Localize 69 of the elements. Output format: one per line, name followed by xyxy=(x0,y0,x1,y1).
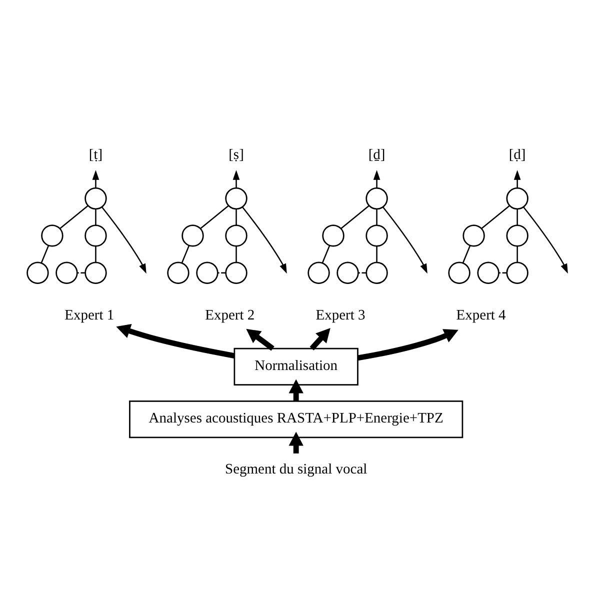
node-circle xyxy=(462,224,485,246)
connector xyxy=(218,272,226,273)
arrow xyxy=(92,170,100,188)
connector xyxy=(481,204,510,229)
node-circle xyxy=(366,186,388,210)
arrow xyxy=(523,206,568,274)
arrow xyxy=(246,328,274,350)
node-circle xyxy=(448,261,470,284)
node-circle xyxy=(41,224,64,246)
arrow xyxy=(232,170,240,188)
node-circle xyxy=(225,224,248,246)
arrow xyxy=(357,328,458,360)
node-text: [ḏ] xyxy=(368,146,386,162)
node-circle xyxy=(506,224,528,246)
arrow xyxy=(242,206,287,274)
node-circle xyxy=(167,261,190,284)
node-text: Expert 1 xyxy=(64,306,114,323)
connector xyxy=(358,272,366,273)
node-circle xyxy=(366,261,388,284)
node-circle xyxy=(84,224,107,246)
node-text: Expert 3 xyxy=(316,306,366,323)
node-circle xyxy=(182,224,204,246)
arrow xyxy=(102,206,146,274)
arrow xyxy=(288,431,304,453)
node-circle xyxy=(308,261,330,284)
connector xyxy=(95,246,96,262)
node-text: Expert 2 xyxy=(205,306,255,323)
node-circle xyxy=(336,261,359,284)
node-circle xyxy=(26,261,49,284)
node-circle xyxy=(322,224,344,246)
connector xyxy=(40,244,50,263)
arrow xyxy=(382,206,428,274)
node-box: Normalisation xyxy=(234,347,358,385)
node-circle xyxy=(225,261,248,284)
connector xyxy=(376,246,378,262)
connector xyxy=(462,244,471,263)
node-text: [ḍ] xyxy=(508,146,526,162)
arrow xyxy=(373,170,380,188)
node-circle xyxy=(84,261,107,284)
node-circle xyxy=(225,186,248,210)
connector xyxy=(95,208,96,225)
node-circle xyxy=(84,186,107,210)
connector xyxy=(59,204,88,229)
connector xyxy=(516,208,518,225)
node-circle xyxy=(506,186,528,210)
connector xyxy=(376,208,378,225)
arrow xyxy=(514,170,521,188)
node-text: [ṭ] xyxy=(88,146,103,162)
arrow xyxy=(116,324,235,358)
node-circle xyxy=(366,224,388,246)
connector xyxy=(340,204,370,229)
connector xyxy=(236,246,237,262)
connector xyxy=(236,208,237,225)
node-text: Segment du signal vocal xyxy=(225,461,368,477)
node-box: Analyses acoustiques RASTA+PLP+Energie+TPZ xyxy=(129,400,464,438)
connector xyxy=(516,246,518,262)
node-text: Expert 4 xyxy=(456,306,506,323)
connector xyxy=(499,272,507,273)
node-circle xyxy=(56,261,78,284)
connector xyxy=(200,204,229,229)
node-circle xyxy=(506,261,528,284)
node-text: [ṣ] xyxy=(228,146,244,162)
arrow xyxy=(288,378,304,401)
node-circle xyxy=(196,261,218,284)
arrow xyxy=(310,328,330,350)
node-circle xyxy=(477,261,500,284)
connector xyxy=(322,244,330,263)
connector xyxy=(181,244,190,263)
connector xyxy=(78,272,86,273)
